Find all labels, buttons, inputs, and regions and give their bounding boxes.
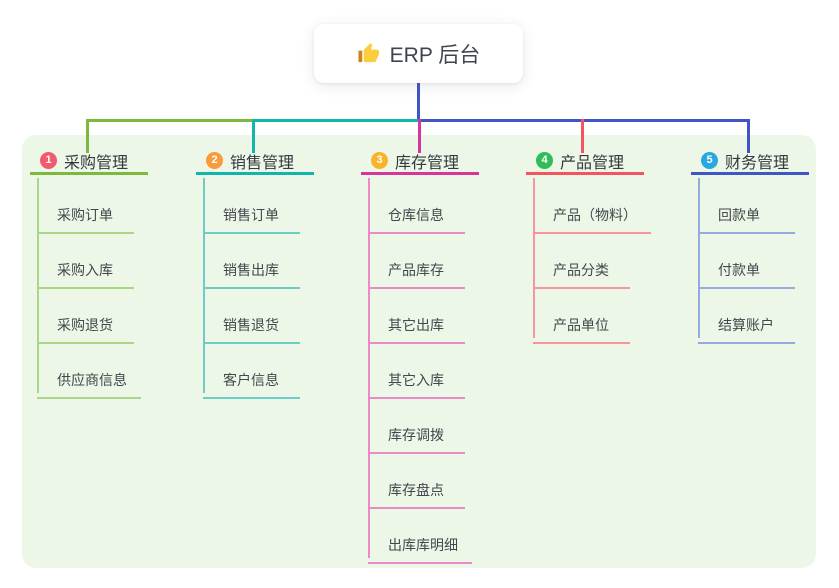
branch-4-number-badge: 4: [536, 152, 553, 169]
branch-1-number-badge: 1: [40, 152, 57, 169]
node-branch-4-item-3[interactable]: 产品单位: [533, 315, 630, 344]
node-branch-3-item-6[interactable]: 库存盘点: [368, 480, 465, 509]
branch-1-subtree-line: [37, 178, 39, 393]
branch-2-header[interactable]: 2 销售管理: [196, 149, 314, 175]
branch-3-label: 库存管理: [395, 154, 460, 172]
node-branch-1-item-4[interactable]: 供应商信息: [37, 370, 141, 399]
branch-4-label: 产品管理: [560, 154, 625, 172]
node-branch-3-item-1[interactable]: 仓库信息: [368, 205, 465, 234]
branch-5-number-badge: 5: [701, 152, 718, 169]
node-branch-1-item-1[interactable]: 采购订单: [37, 205, 134, 234]
node-branch-3-item-5[interactable]: 库存调拨: [368, 425, 465, 454]
node-branch-4-item-2[interactable]: 产品分类: [533, 260, 630, 289]
node-branch-3-item-2[interactable]: 产品库存: [368, 260, 465, 289]
node-branch-2-item-1[interactable]: 销售订单: [203, 205, 300, 234]
branch-1-header[interactable]: 1 采购管理: [30, 149, 148, 175]
mindmap-canvas: [22, 135, 816, 568]
root-label: ERP 后台: [389, 43, 481, 67]
node-branch-4-item-1[interactable]: 产品（物料）: [533, 205, 651, 234]
root-stem-line: [417, 83, 420, 120]
node-branch-1-item-2[interactable]: 采购入库: [37, 260, 134, 289]
branch-2-number-badge: 2: [206, 152, 223, 169]
rail-segment-indigo: [418, 119, 750, 122]
node-branch-5-item-1[interactable]: 回款单: [698, 205, 795, 234]
branch-2-label: 销售管理: [230, 154, 295, 172]
rail-segment-green: [86, 119, 255, 122]
node-branch-3-item-7[interactable]: 出库库明细: [368, 535, 472, 564]
branch-1-label: 采购管理: [64, 154, 129, 172]
drop-line-branch-3: [418, 119, 421, 153]
drop-line-branch-4: [581, 119, 584, 153]
branch-3-number-badge: 3: [371, 152, 388, 169]
branch-5-header[interactable]: 5 财务管理: [691, 149, 809, 175]
node-branch-1-item-3[interactable]: 采购退货: [37, 315, 134, 344]
node-branch-5-item-2[interactable]: 付款单: [698, 260, 795, 289]
branch-4-header[interactable]: 4 产品管理: [526, 149, 644, 175]
drop-line-branch-1: [86, 119, 89, 153]
node-branch-2-item-2[interactable]: 销售出库: [203, 260, 300, 289]
node-branch-3-item-3[interactable]: 其它出库: [368, 315, 465, 344]
node-branch-2-item-3[interactable]: 销售退货: [203, 315, 300, 344]
node-branch-5-item-3[interactable]: 结算账户: [698, 315, 795, 344]
root-node[interactable]: ERP 后台: [314, 24, 523, 83]
branch-5-subtree-line: [698, 178, 700, 338]
branch-5-label: 财务管理: [725, 154, 790, 172]
node-branch-2-item-4[interactable]: 客户信息: [203, 370, 300, 399]
drop-line-branch-2: [252, 119, 255, 153]
branch-2-subtree-line: [203, 178, 205, 393]
branch-3-subtree-line: [368, 178, 370, 558]
node-branch-3-item-4[interactable]: 其它入库: [368, 370, 465, 399]
branch-3-header[interactable]: 3 库存管理: [361, 149, 479, 175]
branch-4-subtree-line: [533, 178, 535, 338]
thumbs-up-icon: [357, 42, 380, 65]
rail-segment-teal: [255, 119, 418, 122]
drop-line-branch-5: [747, 119, 750, 153]
